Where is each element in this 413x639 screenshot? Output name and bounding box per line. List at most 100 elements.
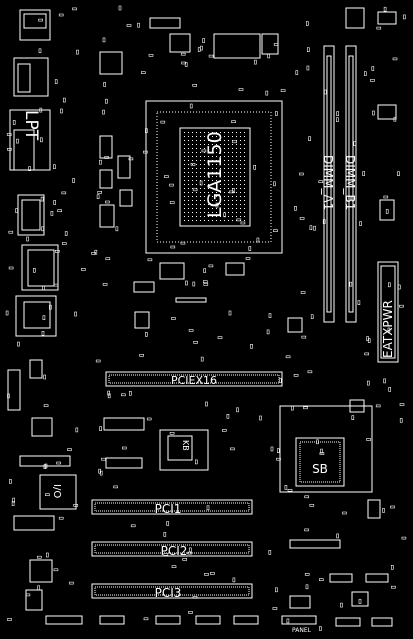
- passive-component: [12, 497, 15, 503]
- small-chip-label: KB: [181, 440, 190, 451]
- passive-component: [72, 178, 75, 183]
- socket-pin: [204, 188, 205, 189]
- cpu-socket: [145, 100, 283, 254]
- socket-pin: [232, 136, 233, 137]
- pci-slot-3: [91, 583, 253, 599]
- socket-pin: [244, 216, 245, 217]
- socket-pin: [244, 192, 245, 193]
- passive-component: [387, 327, 391, 333]
- socket-pin: [204, 172, 205, 173]
- io-chip-label: I/O: [51, 484, 62, 498]
- socket-pin: [244, 132, 245, 133]
- passive-component: [69, 581, 74, 585]
- socket-pin: [184, 192, 185, 193]
- socket-pin: [224, 176, 225, 177]
- socket-pin: [208, 172, 209, 173]
- socket-pin: [220, 216, 221, 217]
- socket-pin: [200, 216, 201, 217]
- passive-component: [313, 225, 316, 231]
- passive-component: [215, 202, 219, 208]
- socket-pin: [200, 180, 201, 181]
- passive-component: [62, 97, 66, 103]
- passive-component: [382, 508, 385, 513]
- passive-component: [180, 241, 186, 245]
- socket-pin: [184, 204, 185, 205]
- socket-pin: [244, 200, 245, 201]
- socket-pin: [204, 204, 205, 205]
- passive-component: [202, 38, 205, 43]
- socket-pin: [192, 196, 193, 197]
- cpu-area-components: [99, 17, 303, 333]
- passive-component: [304, 528, 309, 532]
- passive-component: [107, 390, 110, 396]
- socket-pin: [184, 152, 185, 153]
- passive-component: [397, 284, 401, 290]
- passive-component: [370, 79, 375, 82]
- socket-pin: [228, 164, 229, 165]
- passive-component: [399, 418, 403, 423]
- socket-pin: [184, 136, 185, 137]
- socket-pin: [196, 220, 197, 221]
- passive-component: [294, 206, 297, 211]
- socket-pin: [240, 200, 241, 201]
- socket-pin: [200, 164, 201, 165]
- socket-pin: [232, 216, 233, 217]
- socket-pin: [232, 160, 233, 161]
- cpu-socket-label: LGA1150: [204, 131, 226, 218]
- passive-component: [305, 21, 309, 26]
- passive-component: [226, 413, 230, 419]
- socket-pin: [196, 200, 197, 201]
- socket-pin: [224, 156, 225, 157]
- passive-component: [383, 195, 389, 199]
- passive-component: [193, 340, 198, 344]
- passive-component: [208, 54, 214, 58]
- socket-pin: [224, 140, 225, 141]
- top-right-components: [345, 7, 397, 221]
- passive-component: [185, 280, 188, 286]
- socket-pin: [232, 212, 233, 213]
- passive-component: [286, 618, 290, 624]
- chipset-label: SB: [312, 462, 328, 476]
- socket-pin: [220, 176, 221, 177]
- passive-component: [130, 524, 136, 528]
- socket-pin: [220, 172, 221, 173]
- socket-pin: [236, 204, 237, 205]
- passive-component: [399, 304, 404, 308]
- socket-pin: [232, 200, 233, 201]
- eatx-power-connector: [377, 261, 399, 363]
- passive-component: [171, 317, 176, 320]
- passive-component: [200, 356, 204, 362]
- socket-pin: [232, 152, 233, 153]
- passive-component: [189, 103, 193, 109]
- socket-pin: [240, 184, 241, 185]
- passive-component: [118, 5, 122, 11]
- passive-component: [284, 485, 288, 490]
- panel-header-label: PANEL: [292, 627, 312, 634]
- socket-pin: [244, 212, 245, 213]
- socket-pin: [188, 216, 189, 217]
- socket-pin: [188, 200, 189, 201]
- passive-component: [310, 314, 314, 320]
- passive-component: [349, 281, 353, 287]
- socket-pin: [220, 160, 221, 161]
- passive-component: [208, 264, 214, 268]
- socket-pin: [188, 160, 189, 161]
- socket-pin: [204, 160, 205, 161]
- socket-pin: [196, 176, 197, 177]
- socket-pin: [240, 204, 241, 205]
- passive-component: [307, 370, 313, 374]
- socket-pin: [224, 144, 225, 145]
- socket-pin: [200, 148, 201, 149]
- socket-pin: [236, 136, 237, 137]
- passive-component: [265, 90, 269, 96]
- passive-component: [45, 493, 50, 497]
- socket-pin: [216, 184, 217, 185]
- passive-component: [192, 188, 198, 192]
- passive-component: [300, 291, 306, 294]
- passive-component: [203, 268, 206, 273]
- passive-component: [197, 47, 201, 52]
- passive-component: [403, 14, 406, 20]
- socket-pin: [192, 200, 193, 201]
- socket-pin: [228, 132, 229, 133]
- socket-pin: [200, 140, 201, 141]
